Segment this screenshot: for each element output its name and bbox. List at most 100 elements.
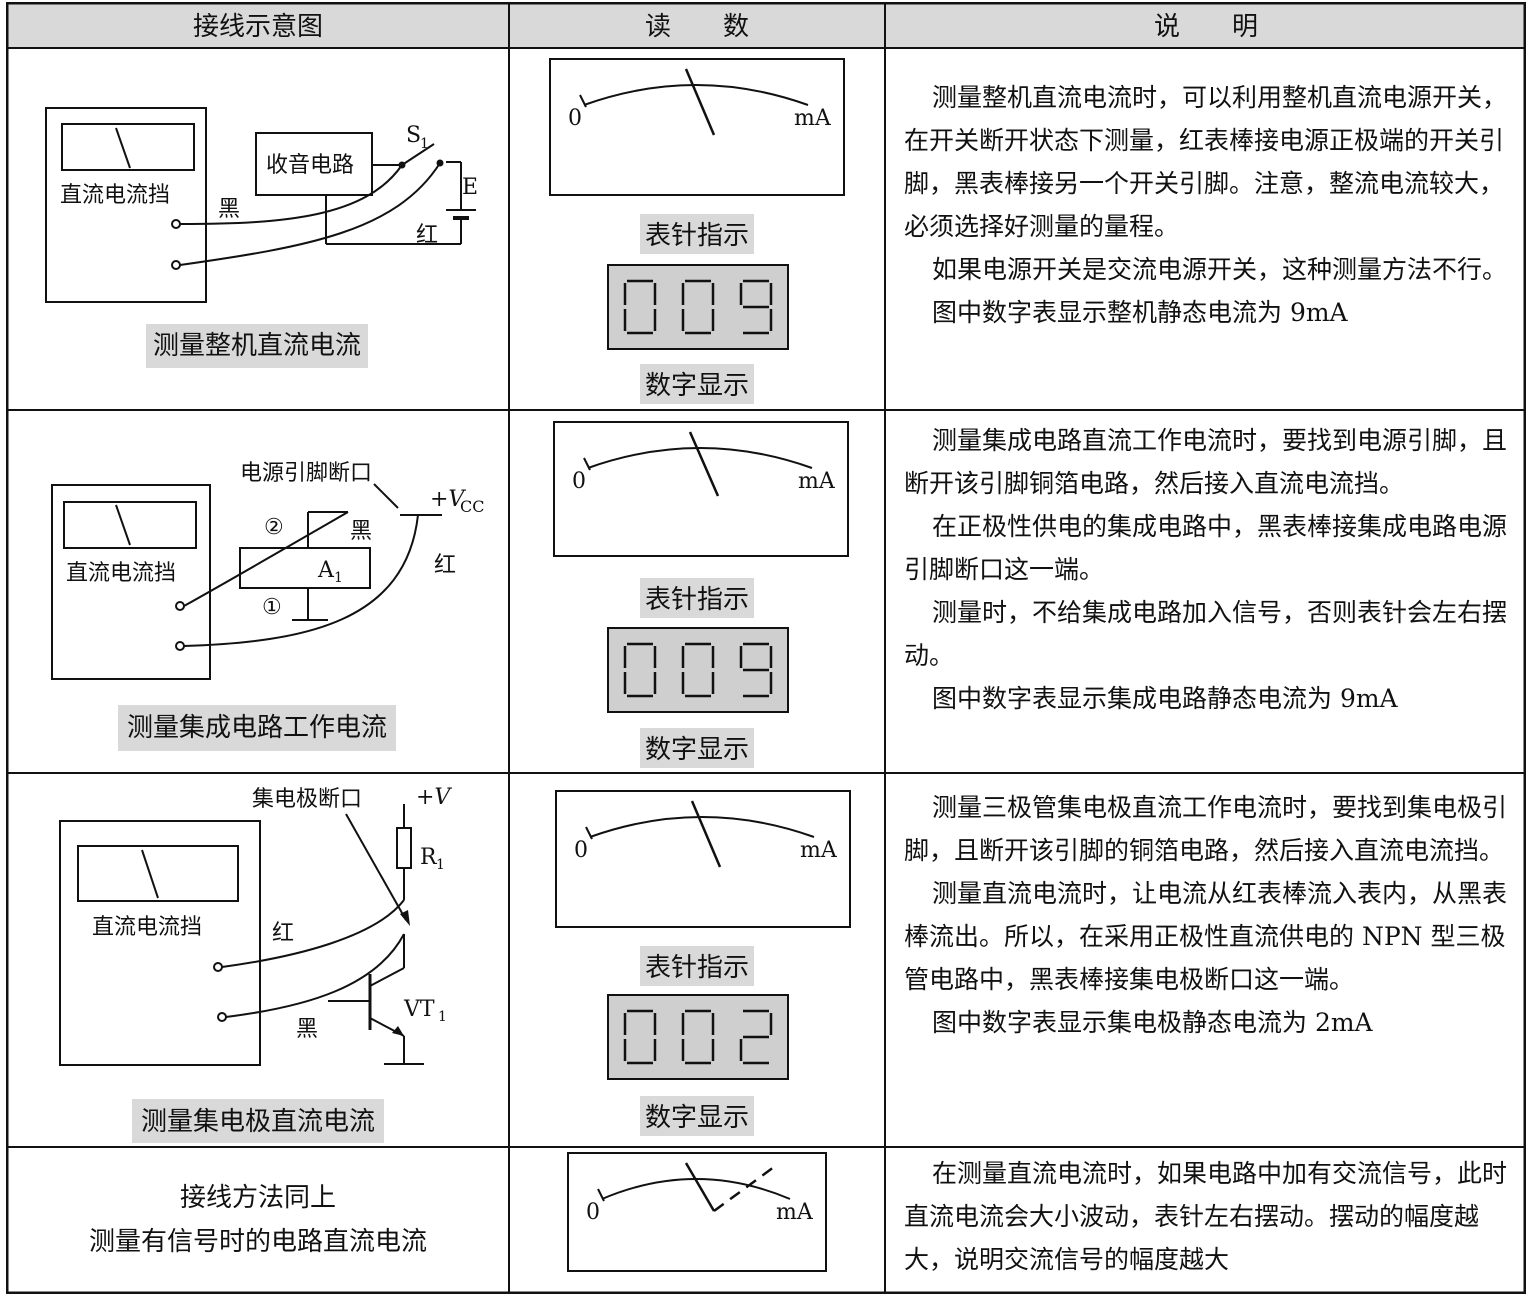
caption-bg	[146, 324, 368, 368]
break-label: 集电极断口	[252, 787, 362, 812]
label-bg	[640, 946, 754, 986]
header-col-description: 说 明	[1154, 12, 1258, 42]
description-paragraph: 图中数字表显示整机静态电流为 9mA	[932, 298, 1348, 327]
description-paragraph: 测量集成电路直流工作电流时，要找到电源引脚，且断开该引脚铜箔电路，然后接入直流电…	[904, 426, 1508, 498]
diagram-whole-unit	[45, 107, 476, 303]
switch-subscript: 1	[420, 136, 429, 152]
label-bg	[640, 578, 754, 618]
table-grid	[6, 2, 1526, 1294]
chip-label: A	[317, 558, 335, 583]
switch-label: S	[406, 123, 421, 148]
break-label: 电源引脚断口	[240, 461, 372, 486]
needle-label: 表针指示	[645, 585, 749, 615]
row2-description: 测量集成电路直流工作电流时，要找到电源引脚，且断开该引脚铜箔电路，然后接入直流电…	[904, 419, 1508, 720]
label-bg	[640, 214, 754, 254]
resistor-subscript: 1	[436, 857, 445, 873]
meter-mode-label: 直流电流挡	[60, 183, 170, 208]
table-graphics: 接线示意图 读 数 说 明 直流电流挡 收音电路 S 1 E 黑 红 测量整机直…	[6, 2, 1526, 1294]
meter-mode-label: 直流电流挡	[92, 915, 202, 940]
chip-subscript: 1	[334, 570, 343, 586]
emitter-arrow-icon	[392, 1026, 404, 1036]
digit-label: 数字显示	[645, 735, 749, 765]
pin2-label: ②	[264, 515, 284, 540]
break-arrowhead	[400, 910, 410, 926]
display-digit	[681, 1009, 715, 1065]
analog-meter: 0 mA	[553, 421, 849, 557]
row1-description: 测量整机直流电流时，可以利用整机直流电源开关，在开关断开状态下测量，红表棒接电源…	[904, 76, 1508, 334]
label-bg	[640, 1096, 754, 1136]
black-probe-label: 黑	[350, 519, 372, 544]
label-bg	[640, 364, 754, 404]
pin1-label: ①	[262, 595, 282, 620]
display-digit	[739, 1009, 773, 1065]
description-paragraph: 图中数字表显示集电极静态电流为 2mA	[932, 1008, 1373, 1037]
dial-unit-label: mA	[794, 106, 832, 131]
display-digit	[623, 279, 657, 335]
description-paragraph: 如果电源开关是交流电源开关，这种测量方法不行。	[932, 255, 1508, 284]
diagram-ic-current	[51, 484, 442, 680]
vcc-label: +V	[430, 487, 466, 512]
meter-needle	[684, 68, 716, 136]
digital-display	[607, 627, 789, 713]
black-probe-label: 黑	[296, 1017, 318, 1042]
display-digit	[681, 642, 715, 698]
row4-caption-line2: 测量有信号时的电路直流电流	[89, 1227, 427, 1257]
row1-caption: 测量整机直流电流	[153, 331, 361, 361]
row3-description: 测量三极管集电极直流工作电流时，要找到集电极引脚，且断开该引脚的铜箔电路，然后接…	[904, 786, 1508, 1044]
needle-label: 表针指示	[645, 953, 749, 983]
digital-display	[607, 264, 789, 350]
meter-mode-label: 直流电流挡	[66, 561, 176, 586]
vcc-subscript: CC	[460, 497, 484, 516]
label-bg	[640, 728, 754, 768]
row2-caption: 测量集成电路工作电流	[127, 713, 387, 743]
resistor-label: R	[420, 845, 438, 870]
description-paragraph: 图中数字表显示集成电路静态电流为 9mA	[932, 684, 1398, 713]
row3-caption: 测量集电极直流电流	[141, 1107, 375, 1137]
transistor-subscript: 1	[438, 1009, 447, 1025]
meter-needle-swing	[713, 1165, 775, 1213]
digit-label: 数字显示	[645, 1103, 749, 1133]
display-digit	[739, 279, 773, 335]
row4-caption-line1: 接线方法同上	[180, 1183, 336, 1213]
display-digit	[623, 1009, 657, 1065]
dial-unit-label: mA	[776, 1200, 814, 1225]
needle-label: 表针指示	[645, 221, 749, 251]
dial-unit-label: mA	[800, 838, 838, 863]
caption-bg	[132, 1099, 384, 1143]
description-paragraph: 测量直流电流时，让电流从红表棒流入表内，从黑表棒流出。所以，在采用正极性直流供电…	[904, 879, 1508, 994]
display-digit	[623, 642, 657, 698]
description-paragraph: 测量三极管集电极直流工作电流时，要找到集电极引脚，且断开该引脚的铜箔电路，然后接…	[904, 793, 1508, 865]
red-probe-label: 红	[272, 921, 294, 946]
red-probe-label: 红	[416, 223, 438, 248]
vplus-label: +V	[416, 785, 452, 810]
battery-label: E	[462, 175, 478, 200]
row4-description: 在测量直流电流时，如果电路中加有交流信号，此时直流电流会大小波动，表针左右摆动。…	[904, 1152, 1508, 1281]
dial-zero-label: 0	[572, 469, 586, 494]
display-digit	[739, 642, 773, 698]
analog-meter: 0 mA	[555, 790, 851, 928]
circuit-label: 收音电路	[266, 153, 354, 178]
dial-zero-label: 0	[568, 106, 582, 131]
meter-needle	[684, 1162, 716, 1212]
dial-zero-label: 0	[574, 838, 588, 863]
break-arrow	[373, 483, 399, 509]
description-paragraph: 在测量直流电流时，如果电路中加有交流信号，此时直流电流会大小波动，表针左右摆动。…	[904, 1159, 1508, 1274]
measurement-table: 接线示意图 读 数 说 明 直流电流挡 收音电路 S 1 E 黑 红 测量整机直…	[6, 2, 1526, 1294]
description-paragraph: 测量时，不给集成电路加入信号，否则表针会左右摆动。	[904, 598, 1508, 670]
header-col-diagram: 接线示意图	[193, 12, 323, 42]
black-probe-label: 黑	[218, 197, 240, 222]
description-paragraph: 测量整机直流电流时，可以利用整机直流电源开关，在开关断开状态下测量，红表棒接电源…	[904, 83, 1508, 241]
diagram-collector-current	[59, 804, 424, 1066]
transistor-label: VT	[403, 997, 435, 1022]
dial-unit-label: mA	[798, 469, 836, 494]
red-probe-label: 红	[434, 553, 456, 578]
digit-label: 数字显示	[645, 371, 749, 401]
digital-display	[607, 994, 789, 1080]
header-col-reading: 读 数	[645, 12, 749, 42]
caption-bg	[118, 705, 396, 751]
meter-needle	[688, 431, 720, 497]
meter-needle	[690, 800, 722, 868]
description-paragraph: 在正极性供电的集成电路中，黑表棒接集成电路电源引脚断口这一端。	[904, 512, 1508, 584]
analog-meter: 0 mA	[549, 58, 845, 196]
